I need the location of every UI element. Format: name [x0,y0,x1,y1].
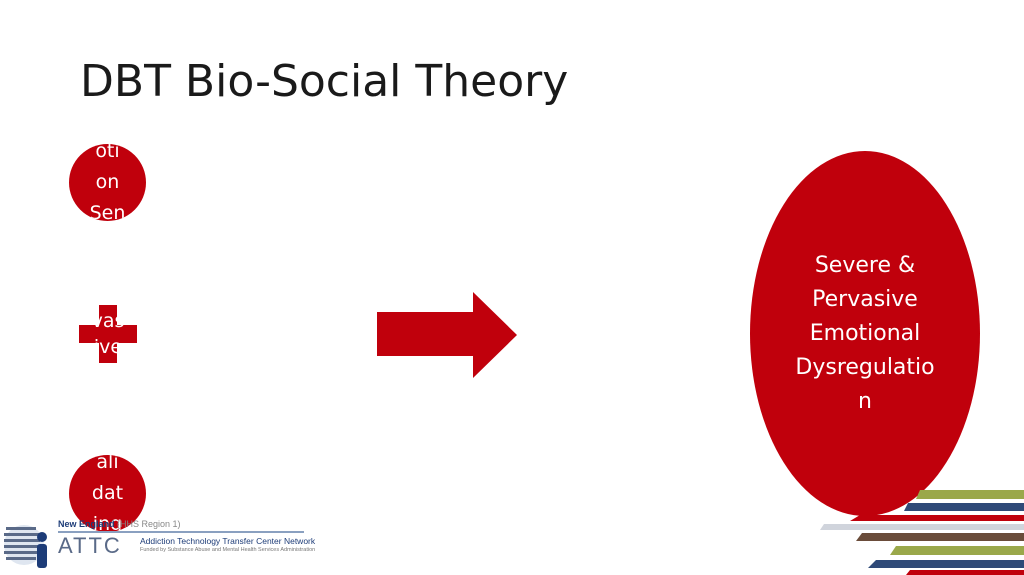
attc-logo: New England (HHS Region 1) ATTC Addictio… [0,515,315,575]
plus-text-line: ive [93,336,123,358]
emotion-sensitivity-oval: oti on Sen [69,144,146,221]
logo-divider [58,531,304,533]
logo-region-suffix: (HHS Region 1) [117,519,181,529]
oval-text-line: ali [96,455,119,473]
decorative-stripes [820,490,1024,575]
logo-funded-by: Funded by Substance Abuse and Mental Hea… [140,547,316,553]
result-text: Severe & Pervasive Emotional Dysregulati… [795,252,935,414]
invalidating-environment-oval: ali dat ing [69,455,146,532]
logo-org-long: Addiction Technology Transfer Center Net… [140,536,316,546]
right-arrow-icon [377,292,517,378]
logo-region: New England (HHS Region 1) [58,519,181,529]
plus-text-line: vas [91,310,125,332]
logo-org-short: ATTC [58,533,122,558]
logo-region-name: New England [58,519,115,529]
emotional-dysregulation-oval: Severe & Pervasive Emotional Dysregulati… [750,151,980,516]
slide-title: DBT Bio-Social Theory [80,56,569,107]
plus-icon: vas ive [79,305,137,363]
oval-text-line: Sen [89,202,126,221]
attc-mark-icon [4,525,47,568]
oval-text-line: ing [92,513,123,532]
oval-text-line: on [95,171,120,193]
oval-text-line: dat [91,482,124,504]
oval-text-line: oti [95,144,120,162]
